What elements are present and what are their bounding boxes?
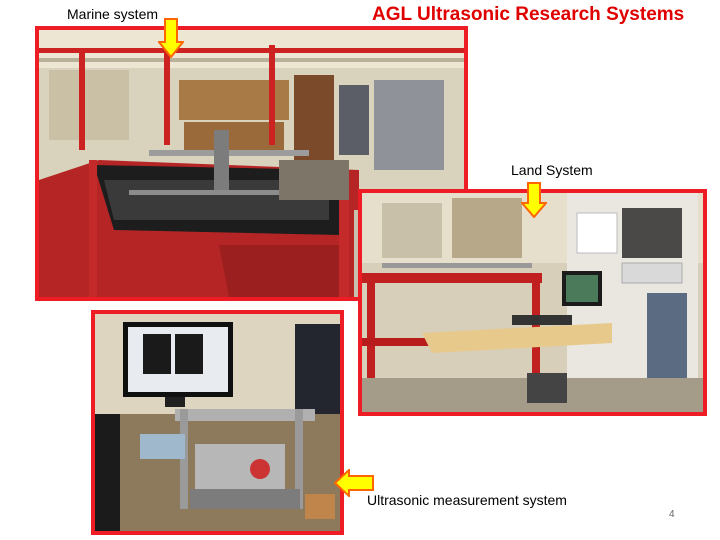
ultrasonic-system-photo <box>91 310 344 535</box>
land-arrow-icon <box>521 182 547 218</box>
marine-system-label: Marine system <box>67 6 159 22</box>
land-system-label: Land System <box>511 162 593 178</box>
ultrasonic-arrow-icon <box>334 469 374 497</box>
page-number: 4 <box>669 509 675 520</box>
land-system-photo <box>358 189 707 416</box>
ultrasonic-system-label: Ultrasonic measurement system <box>367 492 567 508</box>
marine-arrow-icon <box>158 18 184 58</box>
marine-system-photo <box>35 26 468 301</box>
slide-title: AGL Ultrasonic Research Systems <box>372 4 685 25</box>
